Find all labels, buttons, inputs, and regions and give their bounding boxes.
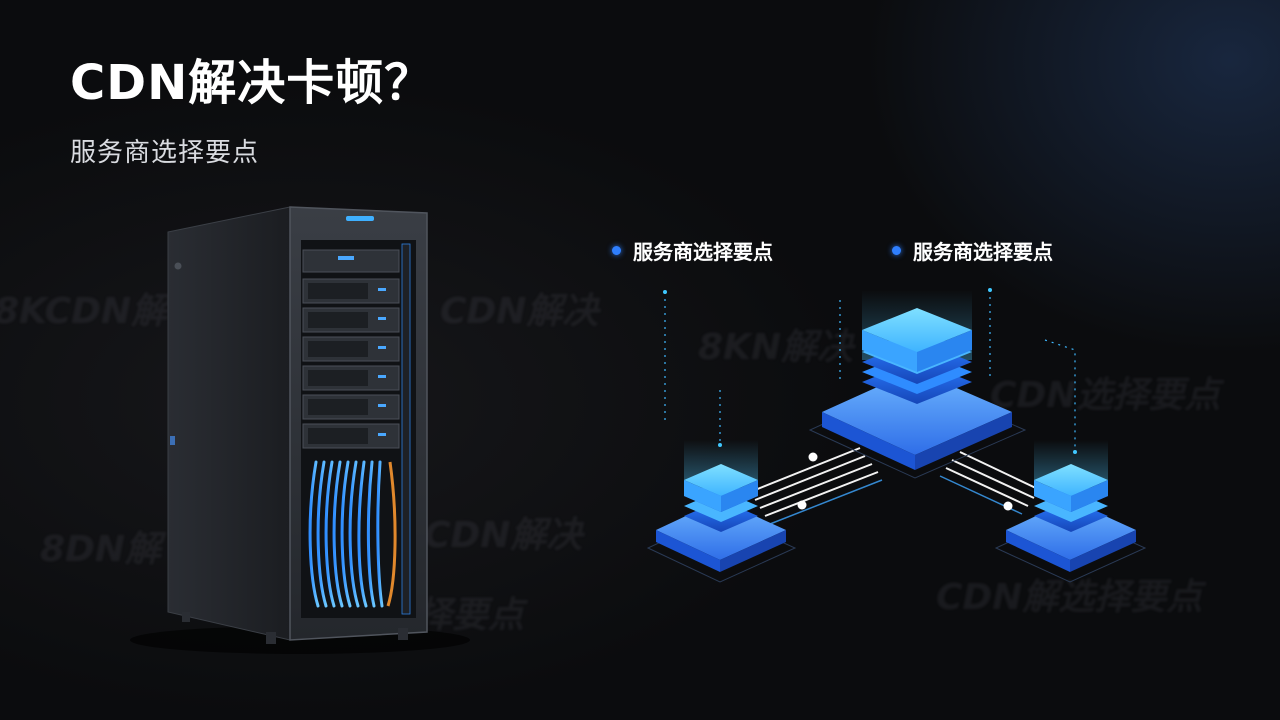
- watermark-text: CDN解决: [440, 291, 599, 332]
- bullet-dot-icon: [892, 246, 901, 255]
- bullet-dot-icon: [612, 246, 621, 255]
- page-subtitle: 服务商选择要点: [70, 138, 260, 168]
- watermark-text: CDN解选择要点: [936, 577, 1203, 618]
- page-title: CDN解决卡顿？: [70, 55, 434, 111]
- watermark-text: 8KN解决: [698, 327, 854, 368]
- watermark-text: 8DN解: [40, 529, 162, 570]
- bullet-label: 服务商选择要点: [913, 240, 1053, 264]
- bullet-label: 服务商选择要点: [633, 240, 773, 264]
- watermark-text: CDN选择要点: [990, 375, 1221, 416]
- bullet-item: 服务商选择要点: [892, 236, 1053, 265]
- watermark-text: 8KCDN解: [0, 291, 168, 332]
- watermark-text: CDN解决: [424, 515, 583, 556]
- bullet-item: 服务商选择要点: [612, 236, 773, 265]
